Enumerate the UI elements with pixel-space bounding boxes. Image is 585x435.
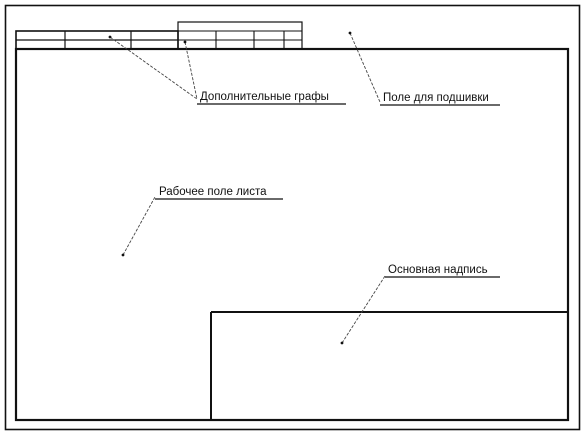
label-binding-field: Поле для подшивки [383, 92, 489, 104]
sheet-outer-border [4, 4, 581, 431]
label-additional-columns: Дополнительные графы [200, 91, 329, 103]
leader-additional-columns-left [109, 36, 198, 100]
leader-dot-additional-left [108, 35, 112, 39]
leader-dot-title-block [340, 341, 344, 345]
leader-additional-columns-right [184, 41, 198, 100]
additional-columns-left-table [15, 30, 179, 50]
leader-binding-field [349, 32, 381, 103]
title-block-frame [210, 311, 568, 420]
additional-columns-right-table [177, 21, 303, 50]
leader-title-block [341, 275, 386, 344]
leader-dot-working [121, 253, 125, 257]
label-title-block: Основная надпись [388, 264, 488, 276]
leader-dot-additional-right [183, 40, 187, 44]
label-working-field: Рабочее поле листа [159, 186, 267, 198]
leader-working-field [122, 196, 156, 256]
leader-dot-binding [348, 31, 352, 35]
